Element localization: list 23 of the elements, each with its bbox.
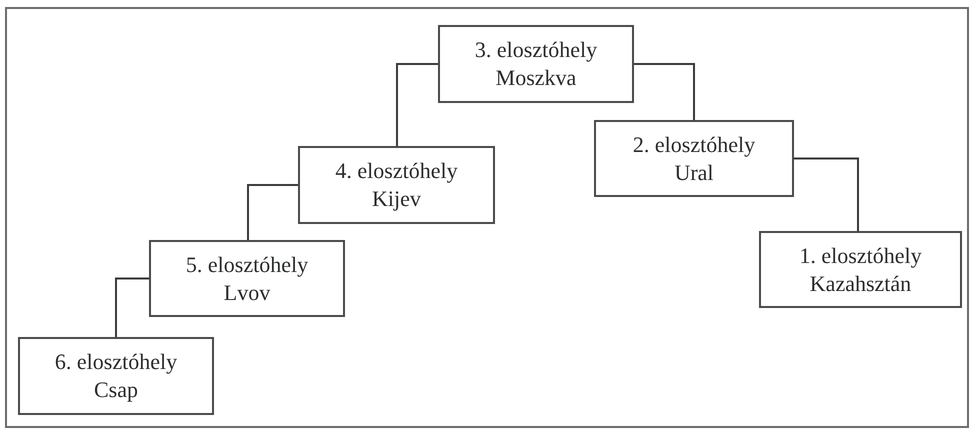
city-name: Kazahsztán — [810, 270, 912, 298]
connector-line — [396, 63, 438, 146]
city-name: Csap — [94, 376, 138, 404]
connector-line — [247, 184, 298, 240]
station-number: 6. elosztóhely — [54, 348, 178, 376]
station-number: 5. elosztóhely — [186, 250, 308, 278]
location-box — [759, 231, 962, 308]
station-number: 1. elosztóhely — [799, 242, 922, 270]
location-box — [594, 120, 794, 197]
connector-line — [634, 63, 695, 120]
location-box — [149, 240, 345, 317]
city-name: Lvov — [224, 278, 270, 306]
city-name: Ural — [674, 158, 714, 186]
city-name: Kijev — [372, 185, 421, 213]
station-number: 4. elosztóhely — [335, 157, 458, 185]
station-number: 2. elosztóhely — [632, 130, 756, 158]
city-name: Moszkva — [496, 64, 576, 92]
connector-line — [115, 278, 149, 337]
location-box — [298, 146, 495, 224]
location-box — [438, 25, 634, 103]
location-box — [18, 337, 214, 415]
connector-line — [794, 158, 859, 231]
station-number: 3. elosztóhely — [474, 36, 598, 64]
